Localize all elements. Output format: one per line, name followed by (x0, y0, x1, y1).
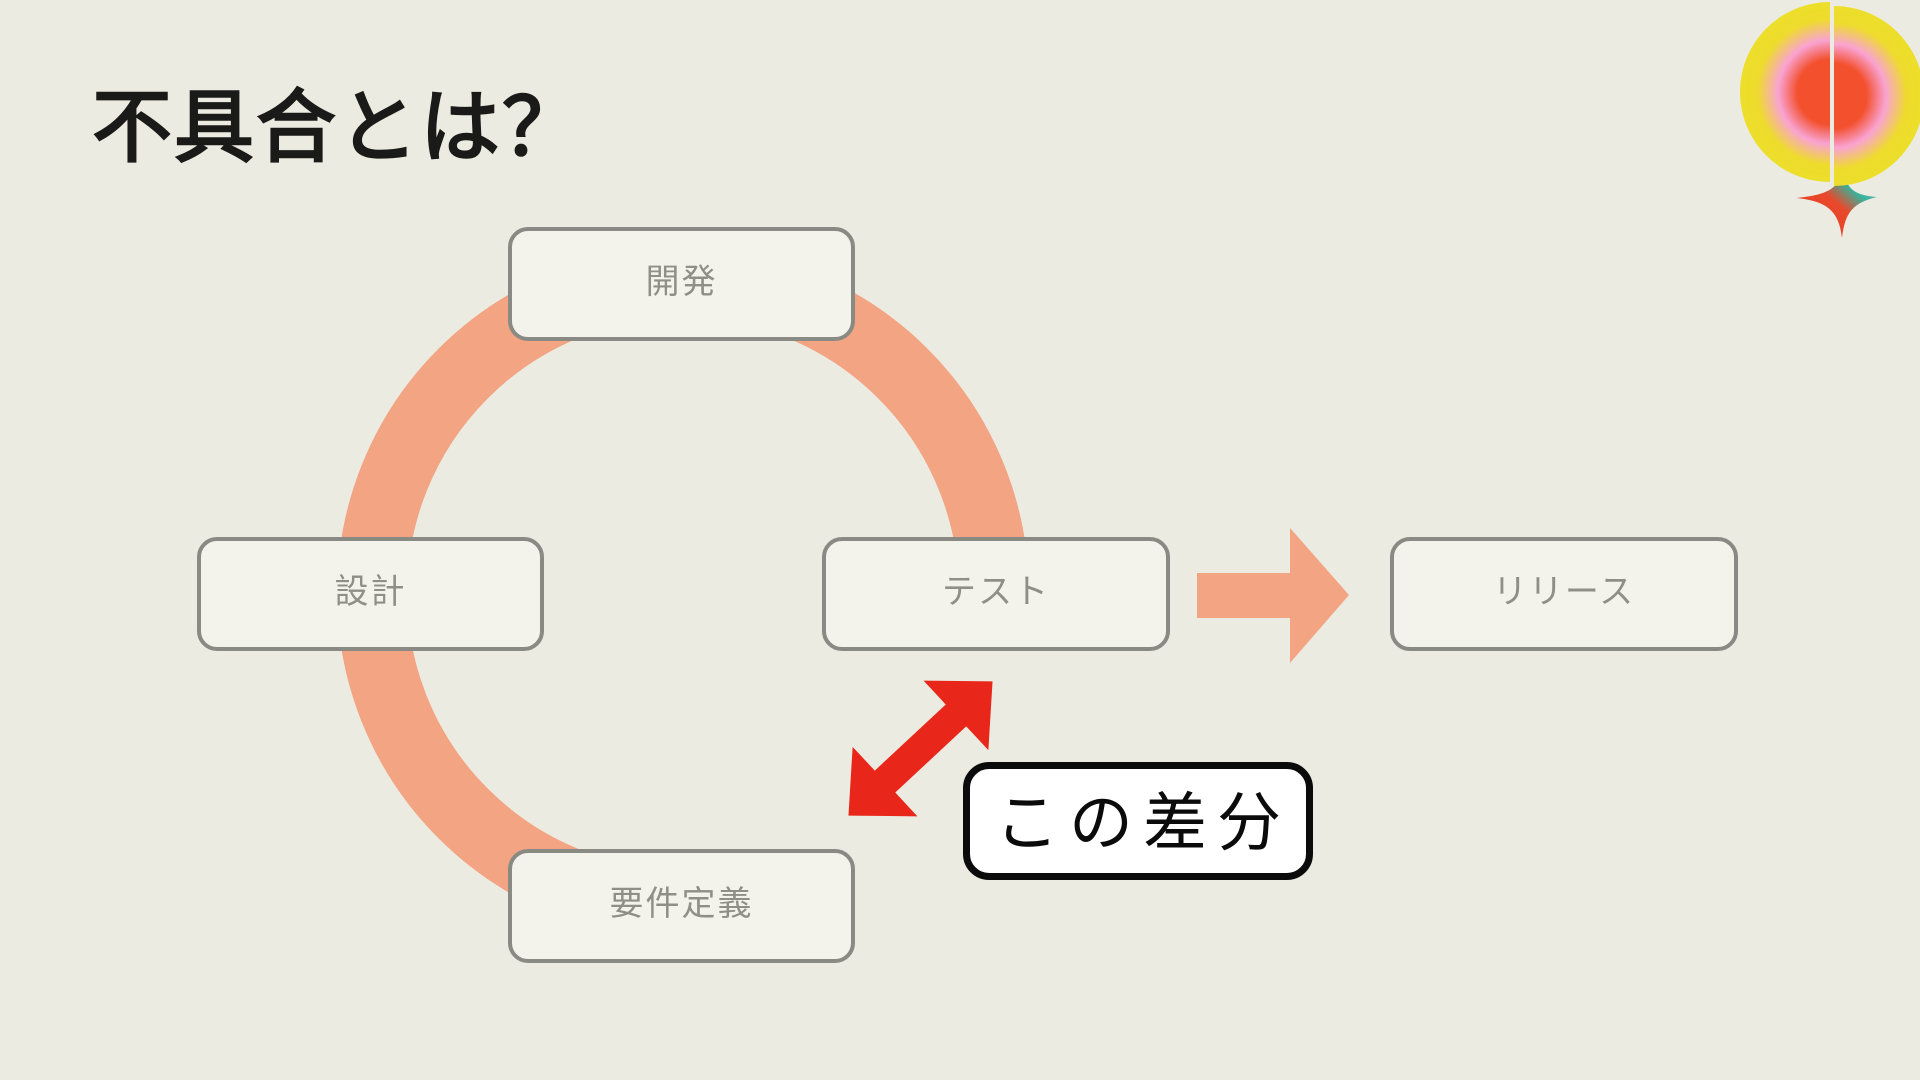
diff-annotation-text: この差分 (995, 787, 1291, 859)
flow-box-test: テスト (822, 537, 1170, 651)
flow-box-label: 開発 (645, 262, 718, 301)
page-title: 不具合とは？ (92, 83, 584, 172)
cycle-ring-arc (337, 247, 1029, 940)
flow-box-design: 設計 (197, 537, 544, 651)
diff-annotation-label: この差分 (963, 762, 1313, 880)
flow-box-label: 設計 (334, 572, 407, 611)
flow-box-label: 要件定義 (609, 884, 754, 923)
flow-box-development: 開発 (508, 227, 855, 341)
diff-double-arrow-icon (848, 680, 993, 817)
flow-box-label: テスト (942, 572, 1050, 611)
arrow-right-icon (1197, 528, 1349, 663)
flow-box-label: リリース (1492, 572, 1636, 611)
flow-box-requirements: 要件定義 (508, 849, 855, 963)
flow-box-release: リリース (1390, 537, 1738, 651)
sparkle-icon (1796, 168, 1877, 238)
